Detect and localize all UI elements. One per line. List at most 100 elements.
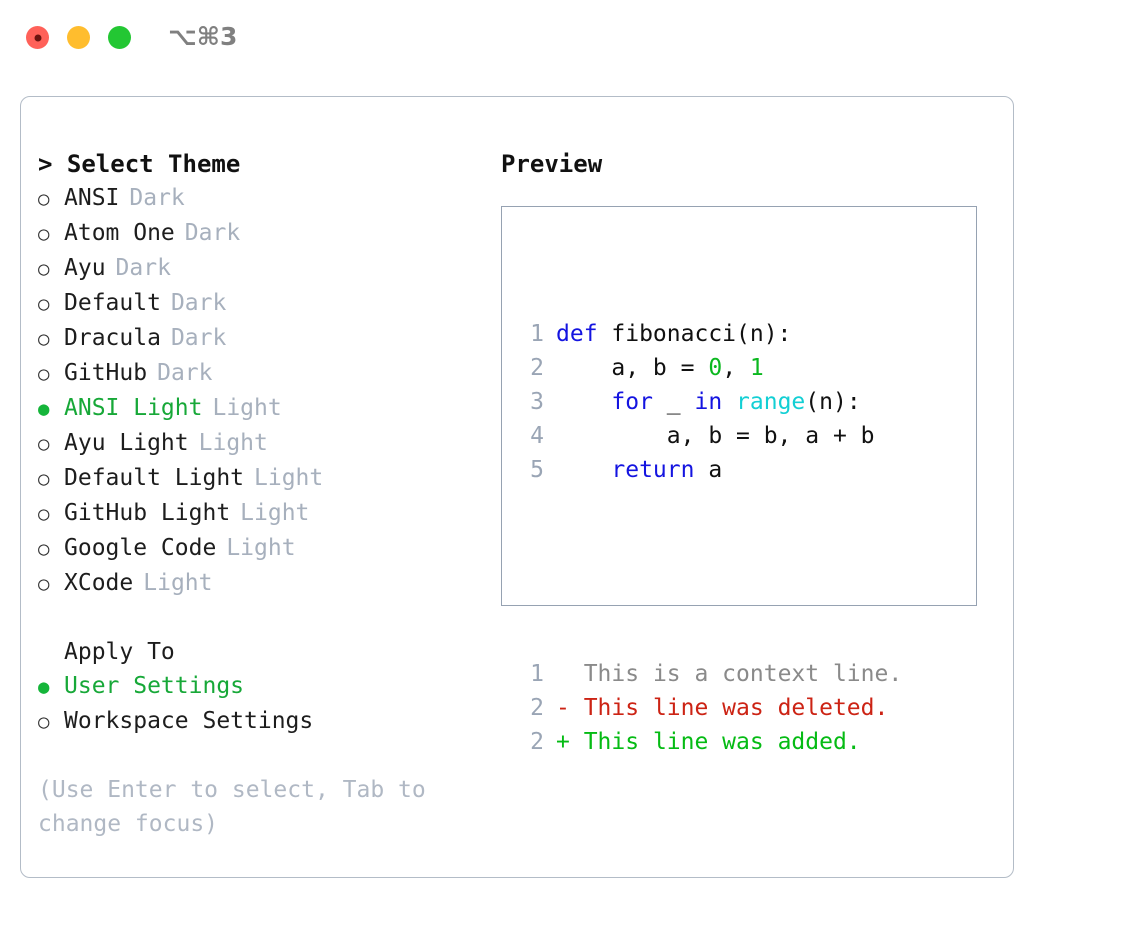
radio-unselected-icon: ○ xyxy=(38,258,50,280)
theme-name-label: ANSI xyxy=(64,185,120,211)
close-window-button[interactable] xyxy=(26,26,49,49)
code-line: 5 return a xyxy=(514,453,902,487)
theme-variant-label: Light xyxy=(143,570,213,596)
code-token-id xyxy=(556,389,611,415)
line-number: 2 xyxy=(530,355,544,381)
code-token-id xyxy=(722,389,736,415)
theme-list-item[interactable]: ● ANSI Light Light xyxy=(38,391,478,426)
code-blank-line xyxy=(514,555,902,589)
radio-unselected-icon: ○ xyxy=(38,363,50,385)
code-line-content: for _ in range(n): xyxy=(556,385,861,419)
theme-list-item[interactable]: ○ Google Code Light xyxy=(38,531,478,566)
diff-line: 2- This line was deleted. xyxy=(514,691,902,725)
theme-name-label: Dracula xyxy=(64,325,161,351)
apply-to-label: User Settings xyxy=(64,673,245,699)
code-line-content: a, b = b, a + b xyxy=(556,419,875,453)
theme-list-item[interactable]: ○ Ayu Dark xyxy=(38,251,478,286)
code-token-num: 0 xyxy=(708,355,723,381)
radio-unselected-icon: ○ xyxy=(38,468,50,490)
minimize-window-button[interactable] xyxy=(67,26,90,49)
radio-unselected-icon: ○ xyxy=(38,188,50,210)
radio-unselected-icon: ○ xyxy=(38,711,50,733)
radio-selected-icon: ● xyxy=(38,398,50,420)
keyboard-shortcut-label: ⌥⌘3 xyxy=(168,22,238,51)
code-token-kw: def xyxy=(556,321,612,347)
code-token-id: , xyxy=(722,355,750,381)
radio-unselected-icon: ○ xyxy=(38,503,50,525)
diff-line-text: This line was added. xyxy=(583,729,861,755)
radio-unselected-icon: ○ xyxy=(38,538,50,560)
line-number: 3 xyxy=(530,389,544,415)
theme-variant-label: Light xyxy=(240,500,310,526)
title-bar: ⌥⌘3 xyxy=(0,0,1140,76)
diff-line-text: This line was deleted. xyxy=(583,695,889,721)
theme-variant-label: Light xyxy=(226,535,296,561)
theme-variant-label: Dark xyxy=(115,255,171,281)
theme-name-label: ANSI Light xyxy=(64,395,203,421)
diff-marker: - xyxy=(556,695,584,721)
code-line: 2 a, b = 0, 1 xyxy=(514,351,902,385)
apply-to-item[interactable]: ● User Settings xyxy=(38,669,478,704)
apply-to-list: ● User Settings ○ Workspace Settings xyxy=(38,669,478,739)
line-number: 2 xyxy=(530,729,544,755)
radio-selected-icon: ● xyxy=(38,676,50,698)
radio-unselected-icon: ○ xyxy=(38,328,50,350)
theme-variant-label: Dark xyxy=(170,325,227,351)
theme-name-label: Atom One xyxy=(64,220,175,246)
code-token-id: _ xyxy=(652,389,695,415)
theme-variant-label: Dark xyxy=(157,360,213,386)
radio-unselected-icon: ○ xyxy=(38,433,50,455)
theme-list-item[interactable]: ○ GitHub Light Light xyxy=(38,496,478,531)
theme-name-label: Ayu xyxy=(64,255,106,281)
diff-marker: + xyxy=(556,729,584,755)
code-token-kw: return xyxy=(611,457,695,483)
line-number: 1 xyxy=(530,321,544,347)
select-theme-heading: > Select Theme xyxy=(38,150,241,178)
code-token-id: a, b = b, a + b xyxy=(556,423,875,449)
theme-name-label: GitHub xyxy=(64,360,148,386)
line-number: 1 xyxy=(530,661,544,687)
theme-name-label: Default xyxy=(64,290,161,316)
window-controls xyxy=(26,26,131,49)
maximize-window-button[interactable] xyxy=(108,26,131,49)
theme-list-item[interactable]: ○ Dracula Dark xyxy=(38,321,478,356)
code-token-id: a xyxy=(694,457,723,483)
code-token-num: 1 xyxy=(749,355,764,381)
code-token-fn: range xyxy=(736,389,806,415)
theme-list-item[interactable]: ○ GitHub Dark xyxy=(38,356,478,391)
apply-to-heading: Apply To xyxy=(64,639,175,665)
theme-variant-label: Dark xyxy=(184,220,241,246)
diff-snippet: 1 This is a context line. 2- This line wa… xyxy=(514,657,902,759)
apply-to-item[interactable]: ○ Workspace Settings xyxy=(38,704,478,739)
diff-line-text: This is a context line. xyxy=(583,661,903,687)
apply-to-label: Workspace Settings xyxy=(64,708,314,734)
line-number: 2 xyxy=(530,695,544,721)
line-number: 5 xyxy=(530,457,544,483)
code-token-id: (n): xyxy=(805,389,861,415)
theme-name-label: XCode xyxy=(64,570,134,596)
theme-name-label: Google Code xyxy=(64,535,217,561)
code-token-kw: in xyxy=(694,389,723,415)
code-line: 3 for _ in range(n): xyxy=(514,385,902,419)
code-line: 4 a, b = b, a + b xyxy=(514,419,902,453)
theme-name-label: GitHub Light xyxy=(64,500,231,526)
theme-name-label: Default Light xyxy=(64,465,245,491)
theme-variant-label: Light xyxy=(212,395,282,421)
code-line-content: return a xyxy=(556,453,722,487)
line-number: 4 xyxy=(530,423,544,449)
keyboard-hint-text: (Use Enter to select, Tab to change focu… xyxy=(38,777,440,837)
theme-variant-label: Light xyxy=(198,430,268,456)
code-token-id xyxy=(556,457,611,483)
